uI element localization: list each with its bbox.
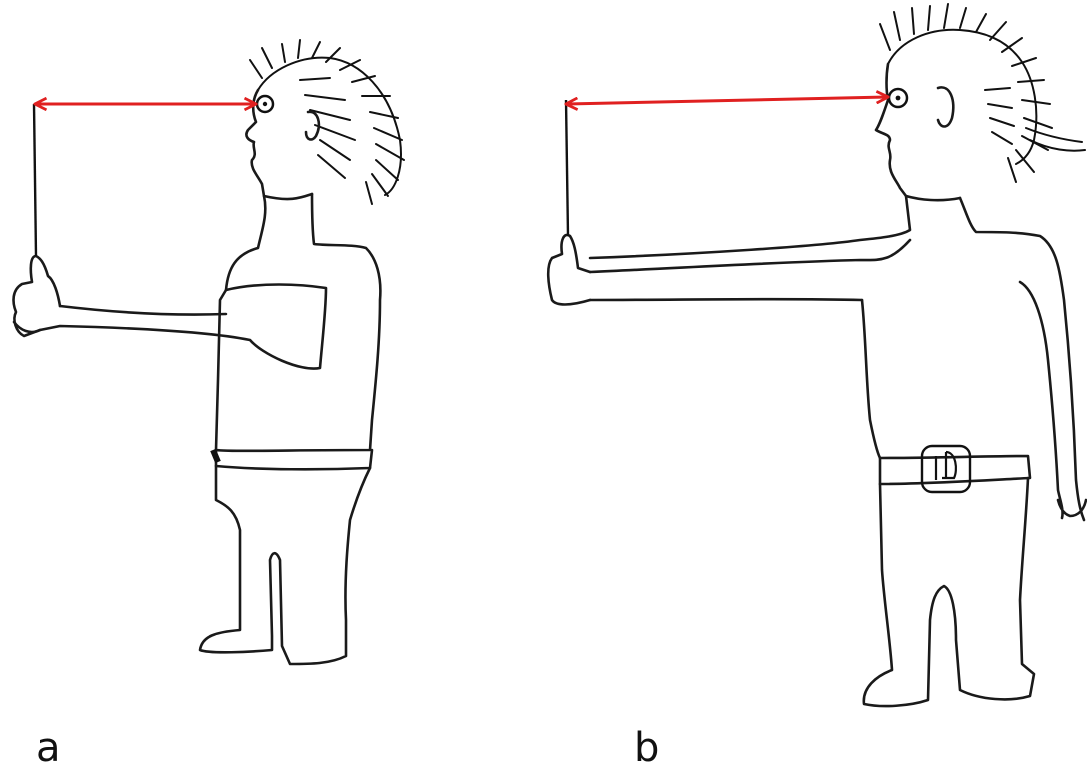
figure-b-hand xyxy=(546,233,592,306)
figure-b-body xyxy=(588,194,1086,522)
figure-a xyxy=(12,39,405,666)
figure-b-arm xyxy=(588,238,912,302)
panel-label-a: a xyxy=(36,725,61,771)
figure-b-legs xyxy=(862,476,1036,708)
figure-a-rod xyxy=(32,103,38,257)
figure-a-ear xyxy=(304,110,321,141)
figure-b xyxy=(546,3,1087,708)
figure-b-belt-buckle xyxy=(920,444,972,494)
panel-label-b: b xyxy=(634,725,660,771)
figure-a-legs xyxy=(198,464,372,666)
figure-b-hair xyxy=(879,3,1086,183)
figure-b-head-outline xyxy=(874,62,962,202)
figure-b-belt xyxy=(878,454,1032,486)
figure-a-hair xyxy=(249,39,405,205)
figure-a-belt xyxy=(214,448,374,471)
figure-b-back-arm xyxy=(1018,280,1087,520)
figure-b-rod xyxy=(564,99,570,237)
figure-a-arm xyxy=(12,283,328,370)
figure-b-distance-arrow xyxy=(567,97,887,104)
figure-a-body xyxy=(214,192,382,453)
figure-a-head-outline xyxy=(245,88,314,201)
figure-a-hand xyxy=(12,254,62,338)
figure-b-ear xyxy=(936,86,955,128)
